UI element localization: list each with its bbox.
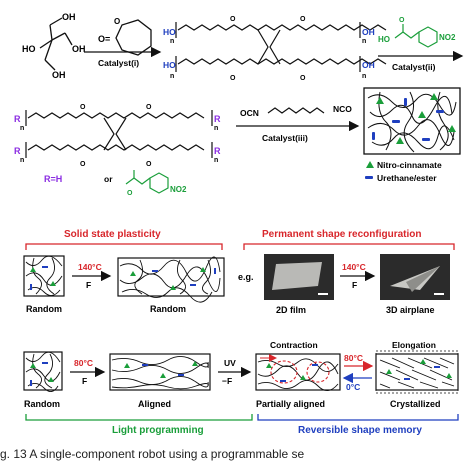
section-b-temp: 140°C bbox=[342, 262, 366, 272]
nco-label: NCO bbox=[333, 104, 352, 114]
random-box-c1 bbox=[23, 351, 63, 392]
p1-o-1: O bbox=[230, 16, 236, 23]
section-a-title: Solid state plasticity bbox=[64, 229, 161, 240]
p2-n-2: n bbox=[214, 125, 218, 132]
oh-mid: OH bbox=[72, 44, 86, 54]
p2-r-3: R bbox=[14, 146, 21, 156]
aligned-box bbox=[109, 353, 211, 391]
r3-ho: HO bbox=[378, 35, 390, 44]
section-a-bracket bbox=[25, 243, 223, 250]
r3-no2: NO2 bbox=[439, 33, 456, 42]
section-c-label-cryst: Crystallized bbox=[390, 399, 441, 409]
figure-caption: g. 13 A single-component robot using a p… bbox=[0, 447, 305, 461]
oh-top: OH bbox=[62, 12, 76, 22]
legend-nitro-marker bbox=[366, 161, 374, 168]
section-c-cool: 0°C bbox=[346, 382, 360, 392]
section-b-title: Permanent shape reconfiguration bbox=[262, 229, 421, 240]
section-b-label-left: 2D film bbox=[276, 305, 306, 315]
legend-urethane: Urethane/ester bbox=[377, 173, 437, 183]
nitrocinnamic-acid bbox=[394, 24, 438, 48]
r3-o: O bbox=[399, 17, 405, 24]
catalyst-iii-label: Catalyst(iii) bbox=[262, 133, 308, 143]
section-c-label-random: Random bbox=[24, 399, 60, 409]
section-c-label-partial: Partially aligned bbox=[256, 399, 325, 409]
section-a-temp: 140°C bbox=[78, 262, 102, 272]
network-box bbox=[363, 87, 461, 155]
section-a-label-right: Random bbox=[150, 304, 186, 314]
star-polymer-1 bbox=[175, 22, 387, 72]
p2-o-3: O bbox=[80, 161, 86, 168]
section-c-heat: 80°C bbox=[344, 353, 363, 363]
p2-o-4: O bbox=[146, 161, 152, 168]
hdi-chain bbox=[267, 107, 325, 114]
reversible-label: Reversible shape memory bbox=[298, 425, 422, 436]
star-polymer-2 bbox=[25, 110, 213, 158]
random-box-a1 bbox=[23, 255, 65, 297]
section-b-label-right: 3D airplane bbox=[386, 305, 435, 315]
legend-urethane-marker bbox=[365, 176, 373, 179]
cinnamate-group bbox=[125, 170, 169, 194]
p1-oh-top: OH bbox=[362, 27, 375, 37]
p2-n-4: n bbox=[214, 157, 218, 164]
p2-n-1: n bbox=[20, 125, 24, 132]
section-c-label-aligned: Aligned bbox=[138, 399, 171, 409]
p1-ho-bottom: HO bbox=[163, 60, 176, 70]
random-box-a2 bbox=[117, 256, 225, 303]
section-c-contraction: Contraction bbox=[270, 340, 318, 350]
section-c-temp: 80°C bbox=[74, 358, 93, 368]
p1-n-3: n bbox=[170, 73, 174, 80]
p1-oh-bottom: OH bbox=[362, 60, 375, 70]
reversible-bracket bbox=[257, 414, 459, 421]
photo-3d-airplane bbox=[380, 254, 450, 300]
carbonyl-o: O= bbox=[98, 34, 110, 44]
p1-ho-top: HO bbox=[163, 27, 176, 37]
p2-n-3: n bbox=[20, 157, 24, 164]
p1-o-2: O bbox=[300, 16, 306, 23]
or-label: or bbox=[104, 174, 113, 184]
p2-r-1: R bbox=[14, 114, 21, 124]
crystallized-box bbox=[375, 350, 459, 394]
p2-r-2: R bbox=[214, 114, 221, 124]
p1-o-3: O bbox=[230, 75, 236, 82]
cinnamate-o: O bbox=[127, 190, 133, 197]
ring-o: O bbox=[114, 17, 120, 26]
legend-nitro: Nitro-cinnamate bbox=[377, 160, 442, 170]
photo-2d-film bbox=[264, 254, 334, 300]
section-c-neg-force: −F bbox=[222, 376, 232, 386]
p1-n-2: n bbox=[362, 38, 366, 45]
section-c-force: F bbox=[82, 376, 87, 386]
section-b-force: F bbox=[352, 280, 357, 290]
partially-aligned-box bbox=[255, 353, 341, 391]
section-b-eg: e.g. bbox=[238, 272, 254, 282]
p2-o-2: O bbox=[146, 104, 152, 111]
section-c-uv: UV bbox=[224, 358, 236, 368]
r-equals-h: R=H bbox=[44, 174, 62, 184]
section-a-label-left: Random bbox=[26, 304, 62, 314]
section-a-force: F bbox=[86, 280, 91, 290]
p1-n-1: n bbox=[170, 38, 174, 45]
p1-n-4: n bbox=[362, 73, 366, 80]
catalyst-i-label: Catalyst(i) bbox=[98, 58, 139, 68]
pentaerythritol bbox=[39, 17, 73, 71]
p1-o-4: O bbox=[300, 75, 306, 82]
section-b-bracket bbox=[243, 243, 455, 250]
cinnamate-no2: NO2 bbox=[170, 185, 187, 194]
ocn-label: OCN bbox=[240, 108, 259, 118]
light-prog-bracket bbox=[25, 414, 253, 421]
section-c-elongation: Elongation bbox=[392, 340, 436, 350]
caprolactone bbox=[115, 19, 152, 56]
p2-r-4: R bbox=[214, 146, 221, 156]
p2-o-1: O bbox=[80, 104, 86, 111]
catalyst-ii-label: Catalyst(ii) bbox=[392, 62, 436, 72]
light-prog-label: Light programming bbox=[112, 425, 204, 436]
oh-bottom: OH bbox=[52, 70, 66, 80]
ho-left: HO bbox=[22, 44, 36, 54]
